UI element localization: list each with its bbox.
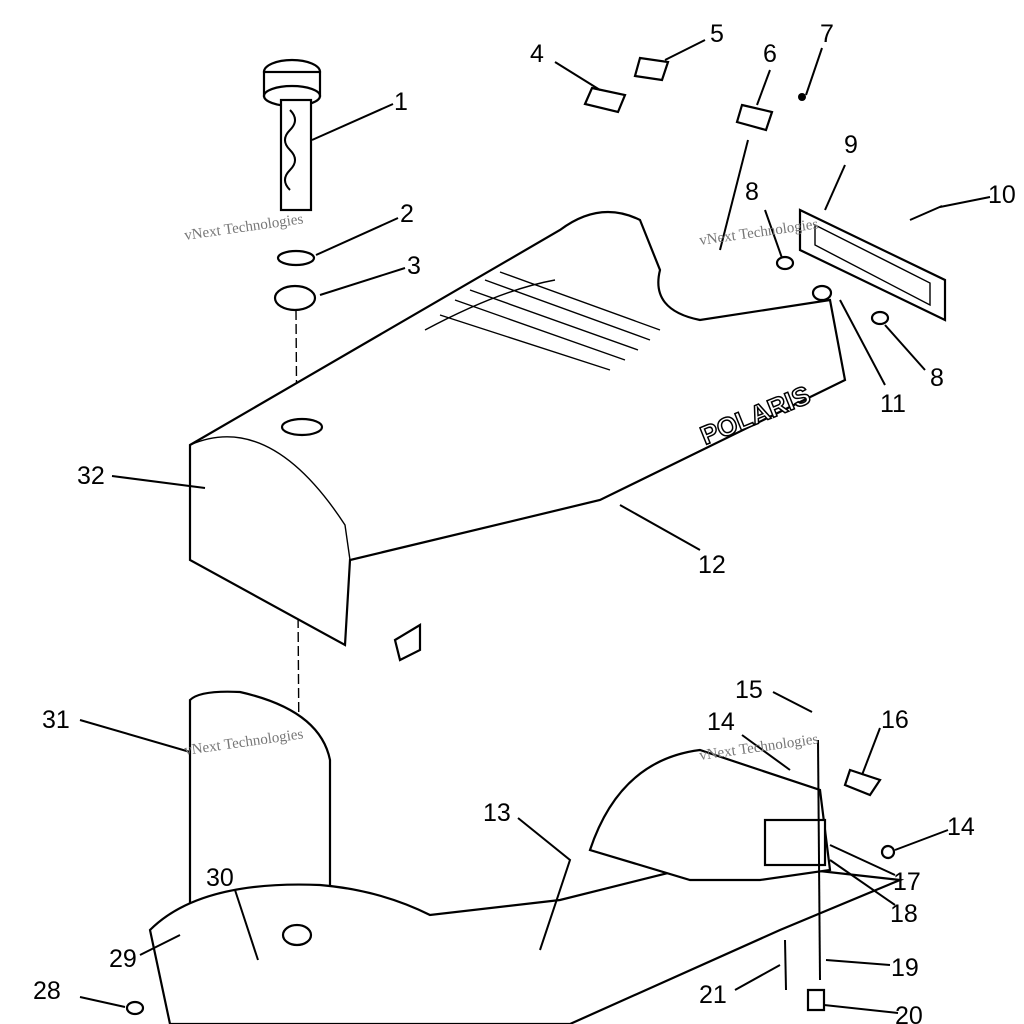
callout-30: 30 xyxy=(206,864,234,892)
seat: POLARIS xyxy=(188,210,847,662)
fuel-tank xyxy=(148,858,905,1024)
fuel-cap xyxy=(262,58,322,212)
callout-3: 3 xyxy=(407,252,421,280)
callout-14: 14 xyxy=(707,708,735,736)
callout-21: 21 xyxy=(699,981,727,1009)
callout-7: 7 xyxy=(820,20,834,48)
callout-8: 8 xyxy=(745,178,759,206)
callout-31: 31 xyxy=(42,706,70,734)
callout-4: 4 xyxy=(530,40,544,68)
callout-10: 10 xyxy=(988,181,1016,209)
callout-12: 12 xyxy=(698,551,726,579)
callout-16: 16 xyxy=(881,706,909,734)
gasket xyxy=(276,249,316,267)
callout-32: 32 xyxy=(77,462,105,490)
callout-19: 19 xyxy=(891,954,919,982)
callout-11: 11 xyxy=(880,390,906,418)
callout-9: 9 xyxy=(844,131,858,159)
callout-15: 15 xyxy=(735,676,763,704)
callout-5: 5 xyxy=(710,20,724,48)
callout-13: 13 xyxy=(483,799,511,827)
callout-8b: 8 xyxy=(930,364,944,392)
leader-lines xyxy=(79,39,991,1014)
bracket xyxy=(735,103,774,132)
grommet xyxy=(273,284,317,312)
callout-14b: 14 xyxy=(947,813,975,841)
callout-labels: 1 2 3 4 5 6 7 8 9 10 11 8 12 32 31 15 16… xyxy=(33,20,1016,1024)
callout-17: 17 xyxy=(893,868,921,896)
callout-6: 6 xyxy=(763,40,777,68)
callout-18: 18 xyxy=(890,900,918,928)
callout-20: 20 xyxy=(895,1002,923,1024)
svg-text:vNext Technologies: vNext Technologies xyxy=(183,211,304,244)
plate xyxy=(633,56,670,82)
callout-28: 28 xyxy=(33,977,61,1005)
callout-29: 29 xyxy=(109,945,137,973)
callout-1: 1 xyxy=(394,88,408,116)
taillight xyxy=(775,205,947,326)
plate xyxy=(583,86,627,114)
latch xyxy=(763,818,827,867)
callout-2: 2 xyxy=(400,200,414,228)
svg-text:vNext Technologies: vNext Technologies xyxy=(698,731,819,764)
